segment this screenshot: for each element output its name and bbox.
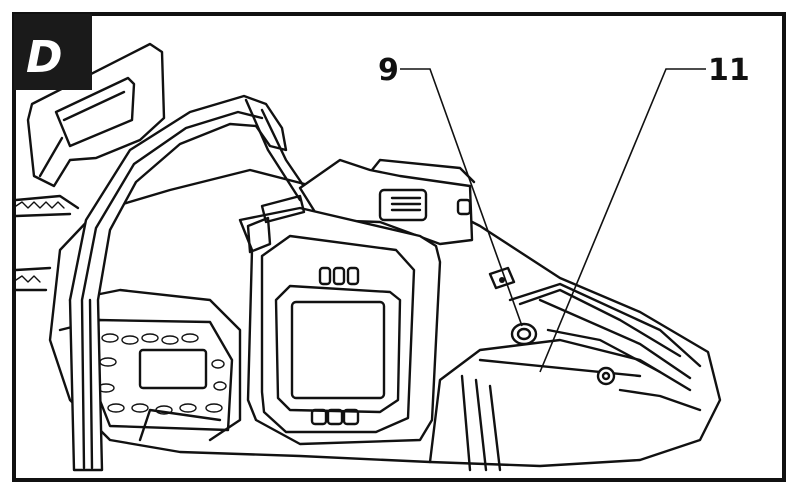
rear-handle-grip <box>518 288 702 412</box>
callout-number-9: 9 <box>378 53 399 88</box>
callout-9: 9 <box>378 53 523 327</box>
guide-bar-chain <box>14 194 80 292</box>
panel-label-background <box>14 14 92 90</box>
front-handle <box>68 94 322 472</box>
vent-grille <box>90 318 234 432</box>
hand-guard <box>26 42 166 188</box>
diagram-frame <box>12 12 786 482</box>
battery-pack <box>238 194 442 446</box>
chainsaw-illustration <box>14 42 722 472</box>
panel-label-badge: D <box>14 14 92 90</box>
callout-11: 11 <box>539 53 750 373</box>
callout-9-leader <box>400 68 523 327</box>
panel-label: D <box>26 32 63 83</box>
callout-11-leader <box>539 68 706 373</box>
top-handle <box>298 158 476 246</box>
callout-number-11: 11 <box>708 53 750 88</box>
side-fins <box>460 374 502 472</box>
